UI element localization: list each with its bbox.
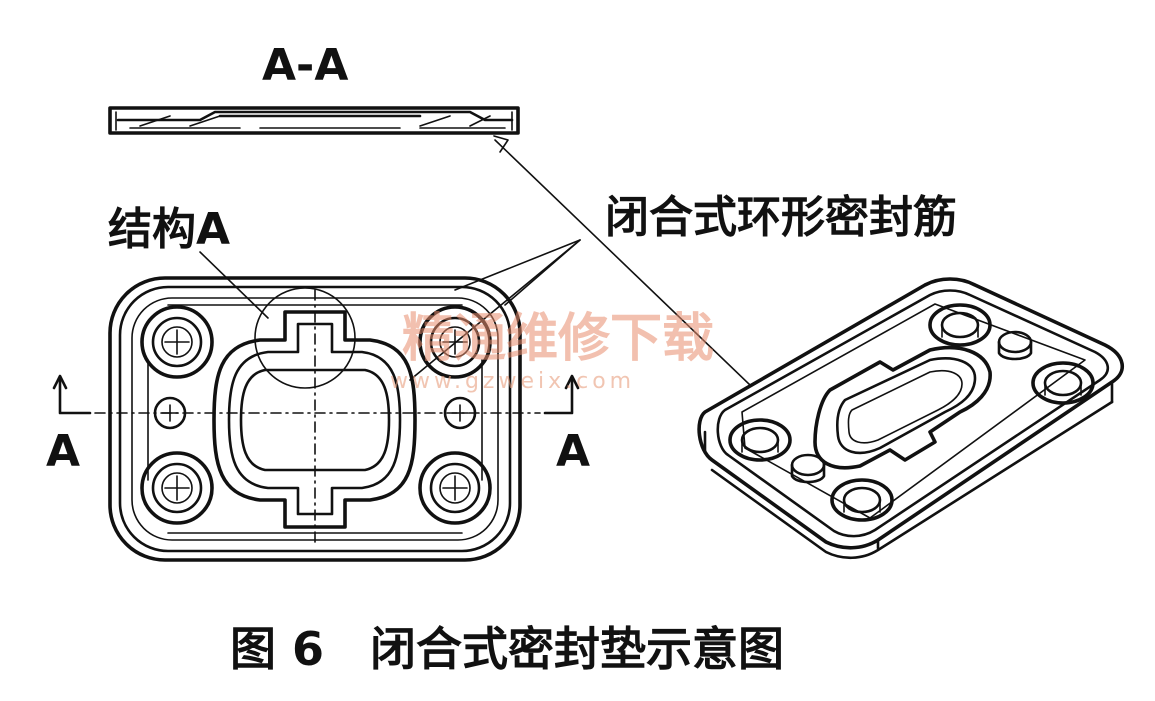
section-label: A-A bbox=[262, 40, 348, 91]
watermark-cn: 精通维修下载 bbox=[402, 309, 714, 369]
iso-boss-2 bbox=[997, 330, 1033, 361]
bolt-hole-bl bbox=[140, 451, 214, 525]
cut-marker-left bbox=[52, 374, 92, 415]
iso-hole-3 bbox=[928, 303, 992, 347]
cut-label-left: A bbox=[46, 426, 80, 477]
leader-lines bbox=[199, 135, 751, 386]
bolt-hole-br bbox=[418, 451, 492, 525]
iso-hole-2 bbox=[830, 478, 894, 522]
isometric-view bbox=[697, 277, 1124, 560]
section-view bbox=[108, 106, 520, 135]
cut-label-right: A bbox=[556, 426, 590, 477]
cut-marker-right bbox=[543, 374, 580, 415]
iso-hole-4 bbox=[1031, 361, 1095, 405]
seal-rib-label: 闭合式环形密封筋 bbox=[605, 192, 957, 243]
watermark-url: www.gzweix.com bbox=[390, 369, 635, 394]
figure-caption: 图 6 闭合式密封垫示意图 bbox=[230, 622, 784, 676]
iso-boss-1 bbox=[790, 453, 826, 484]
structure-a-label: 结构A bbox=[108, 204, 230, 255]
iso-hole-1 bbox=[728, 418, 792, 462]
bolt-hole-tl bbox=[140, 305, 214, 379]
